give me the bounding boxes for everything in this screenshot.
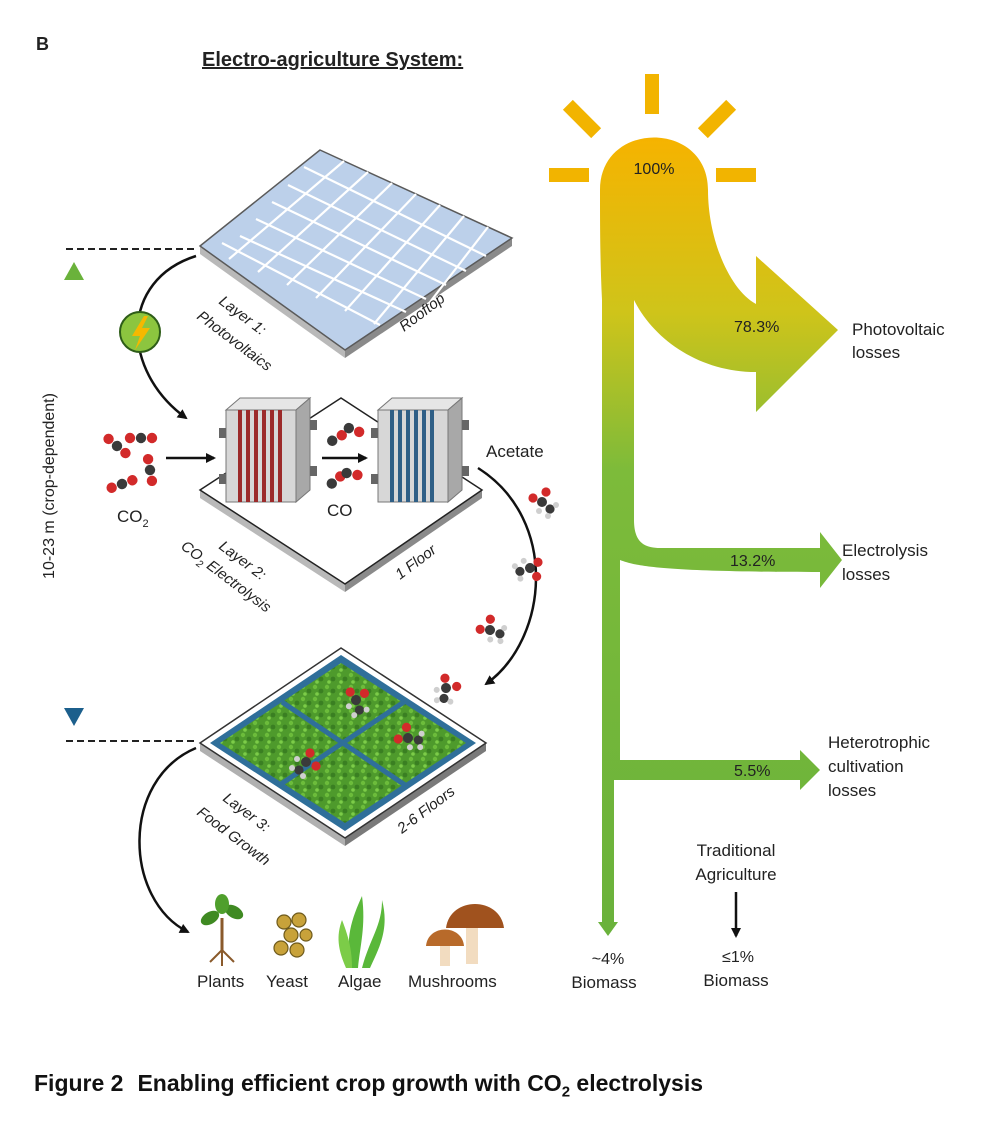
pv-loss-value: 78.3% — [734, 319, 779, 336]
food-growth-tray: 2-6 Floors Layer 3: Food Growth — [194, 647, 488, 869]
plant-icon — [200, 894, 244, 966]
algae-icon — [338, 896, 385, 968]
biomass-value: ~4% — [592, 951, 624, 968]
cultivation-loss-value: 5.5% — [734, 763, 770, 780]
caption-text: Enabling efficient crop growth with CO2 … — [137, 1070, 704, 1101]
pv-loss-label-1: Photovoltaic — [852, 320, 945, 339]
diagram-title: Electro-agriculture System: — [202, 49, 463, 71]
food-output-arrow — [138, 746, 197, 934]
food-mushrooms: Mushrooms — [408, 972, 497, 991]
co2-electrolyzer-cell — [219, 396, 317, 504]
height-axis: 10-23 m (crop-dependent) — [41, 248, 196, 742]
energy-flow-sankey — [598, 137, 842, 936]
electrolysis-loss-value: 13.2% — [730, 553, 775, 570]
input-percent: 100% — [634, 161, 675, 178]
food-yeast: Yeast — [266, 972, 308, 991]
figure-number: Figure 2 — [34, 1070, 124, 1096]
figure-caption: Figure 2 Enabling efficient crop growth w… — [34, 1070, 703, 1101]
solar-panel: Rooftop Layer 1: Photovoltaics — [194, 149, 514, 375]
traditional-label-1: Traditional — [697, 841, 776, 860]
yeast-icon — [273, 912, 313, 958]
traditional-biomass-label: Biomass — [703, 971, 768, 990]
panel-letter: B — [36, 34, 49, 54]
traditional-value: ≤1% — [722, 949, 754, 966]
lightning-icon — [119, 311, 161, 353]
biomass-label: Biomass — [571, 973, 636, 992]
traditional-label-2: Agriculture — [695, 865, 776, 884]
electrolysis-loss-label-1: Electrolysis — [842, 541, 928, 560]
cultivation-loss-label-3: losses — [828, 781, 876, 800]
pv-loss-label-2: losses — [852, 343, 900, 362]
food-algae: Algae — [338, 972, 381, 991]
cultivation-loss-label-1: Heterotrophic — [828, 733, 931, 752]
co2-label: CO2 — [117, 507, 149, 530]
electrolysis-loss-label-2: losses — [842, 565, 890, 584]
co-electrolyzer-cell — [371, 396, 469, 504]
food-plants: Plants — [197, 972, 244, 991]
sun-icon — [549, 74, 756, 182]
co-label: CO — [327, 501, 353, 520]
mushroom-icon — [426, 904, 504, 966]
cultivation-loss-label-2: cultivation — [828, 757, 904, 776]
co2-molecules — [101, 431, 158, 495]
acetate-arrow — [477, 466, 538, 686]
height-axis-label: 10-23 m (crop-dependent) — [41, 393, 58, 579]
acetate-label: Acetate — [486, 442, 544, 461]
